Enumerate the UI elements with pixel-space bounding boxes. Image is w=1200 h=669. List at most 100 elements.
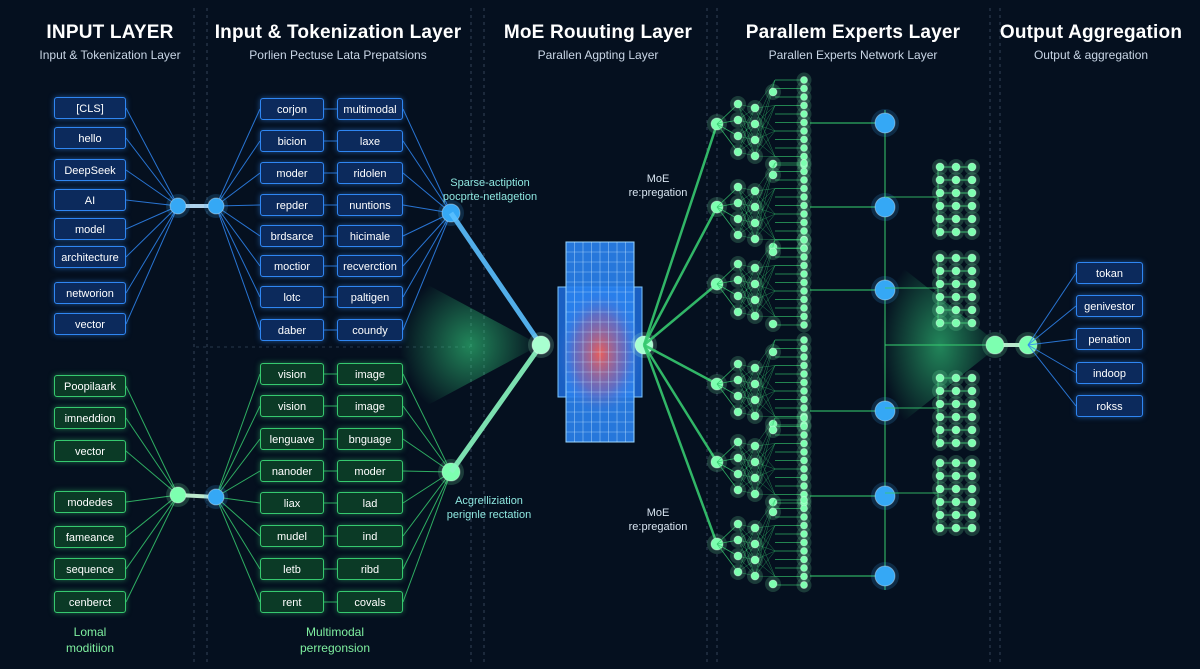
token-box: coundy	[337, 319, 403, 341]
expert-node	[733, 147, 743, 157]
expert-node	[750, 135, 760, 145]
expert-node	[750, 186, 760, 196]
output-grid-node	[951, 412, 961, 422]
token-box: ribd	[337, 558, 403, 580]
expert-connector	[716, 363, 739, 385]
expert-node	[750, 457, 760, 467]
expert-connector	[754, 290, 776, 317]
expert-node	[800, 193, 808, 201]
expert-connector	[754, 365, 776, 401]
expert-connector	[737, 527, 756, 557]
hub-node	[169, 486, 187, 504]
connector-line	[402, 212, 452, 331]
token-box: moder	[260, 162, 324, 184]
output-grid-node	[967, 305, 977, 315]
connector-line	[402, 405, 452, 473]
expert-connector	[737, 445, 756, 491]
aggregation-note: Acgrelliziation perignle rectation	[430, 494, 548, 522]
expert-connector	[737, 190, 756, 236]
output-box: genivestor	[1076, 295, 1143, 317]
hub-node	[207, 488, 225, 506]
header-subtitle: Parallen Agpting Layer	[537, 48, 659, 62]
connector-line	[402, 438, 452, 473]
output-grid-node	[935, 425, 945, 435]
token-box: vision	[260, 395, 324, 417]
input-token-box: [CLS]	[54, 97, 126, 119]
expert-node	[800, 513, 808, 521]
expert-node	[800, 176, 808, 184]
expert-node	[733, 485, 743, 495]
connector-line	[402, 140, 452, 214]
token-box: bicion	[260, 130, 324, 152]
output-grid-node	[951, 279, 961, 289]
expert-node	[800, 210, 808, 218]
expert-node	[800, 496, 808, 504]
header-title: Output Aggregation	[999, 22, 1183, 43]
connector-line	[125, 205, 179, 294]
input-feature-box: Poopilaark	[54, 375, 126, 397]
expert-node	[800, 547, 808, 555]
expert-node	[800, 581, 808, 589]
token-box: letb	[260, 558, 324, 580]
connector-line	[1027, 344, 1077, 407]
expert-node	[800, 244, 808, 253]
expert-connector	[737, 527, 756, 573]
expert-node	[768, 170, 778, 180]
expert-node	[750, 279, 760, 289]
expert-connector	[754, 105, 776, 125]
input-token-box: hello	[54, 127, 126, 149]
expert-connector	[754, 239, 776, 285]
output-grid-node	[951, 438, 961, 448]
header-title: INPUT LAYER	[46, 22, 174, 43]
sparse-activation-note: Sparse-actiption pocprte-netlagetion	[430, 176, 550, 204]
expert-node	[733, 391, 743, 401]
note-line: re:pregation	[628, 521, 688, 533]
token-box: lad	[337, 492, 403, 514]
expert-node	[800, 270, 808, 278]
connector-line	[215, 470, 261, 498]
header-output-aggregation: Output Aggregation Output & aggregation	[996, 22, 1186, 62]
expert-connector	[716, 123, 739, 137]
connector-line	[125, 494, 179, 603]
expert-feed	[642, 123, 719, 346]
expert-connector	[754, 265, 776, 317]
connector-line	[402, 471, 452, 504]
expert-connector	[716, 441, 739, 463]
header-tokenization-layer: Input & Tokenization Layer Porlien Pectu…	[208, 22, 468, 62]
output-box: indoop	[1076, 362, 1143, 384]
header-title: Input & Tokenization Layer	[214, 22, 462, 43]
output-grid-node	[935, 162, 945, 172]
expert-node	[768, 247, 778, 257]
connector-line	[125, 137, 179, 207]
expert-node	[800, 482, 808, 490]
expert-aggregator-node	[874, 565, 896, 587]
expert-connector	[754, 79, 776, 125]
output-grid-node	[951, 188, 961, 198]
expert-node	[800, 236, 808, 244]
expert-node	[750, 363, 760, 373]
expert-aggregator-node	[874, 196, 896, 218]
token-box: moctior	[260, 255, 324, 277]
output-grid-node	[967, 425, 977, 435]
connector-line	[215, 496, 261, 603]
expert-connector	[716, 283, 739, 313]
expert-feed	[642, 344, 719, 545]
connector-line	[125, 494, 179, 570]
expert-connector	[754, 499, 776, 529]
expert-connector	[754, 267, 776, 292]
expert-node	[800, 521, 808, 530]
header-subtitle: Input & Tokenization Layer	[39, 48, 181, 62]
input-token-box: architecture	[54, 246, 126, 268]
expert-node	[768, 319, 778, 329]
output-grid-node	[951, 162, 961, 172]
output-grid-node	[967, 214, 977, 224]
connector-line	[215, 205, 261, 237]
output-grid-node	[935, 484, 945, 494]
connector-line	[402, 471, 452, 537]
expert-connector	[737, 461, 756, 491]
expert-node	[750, 395, 760, 405]
output-grid-node	[951, 227, 961, 237]
expert-node	[733, 230, 743, 240]
header-input-layer: INPUT LAYER Input & Tokenization Layer	[20, 22, 200, 62]
output-grid-node	[967, 471, 977, 481]
